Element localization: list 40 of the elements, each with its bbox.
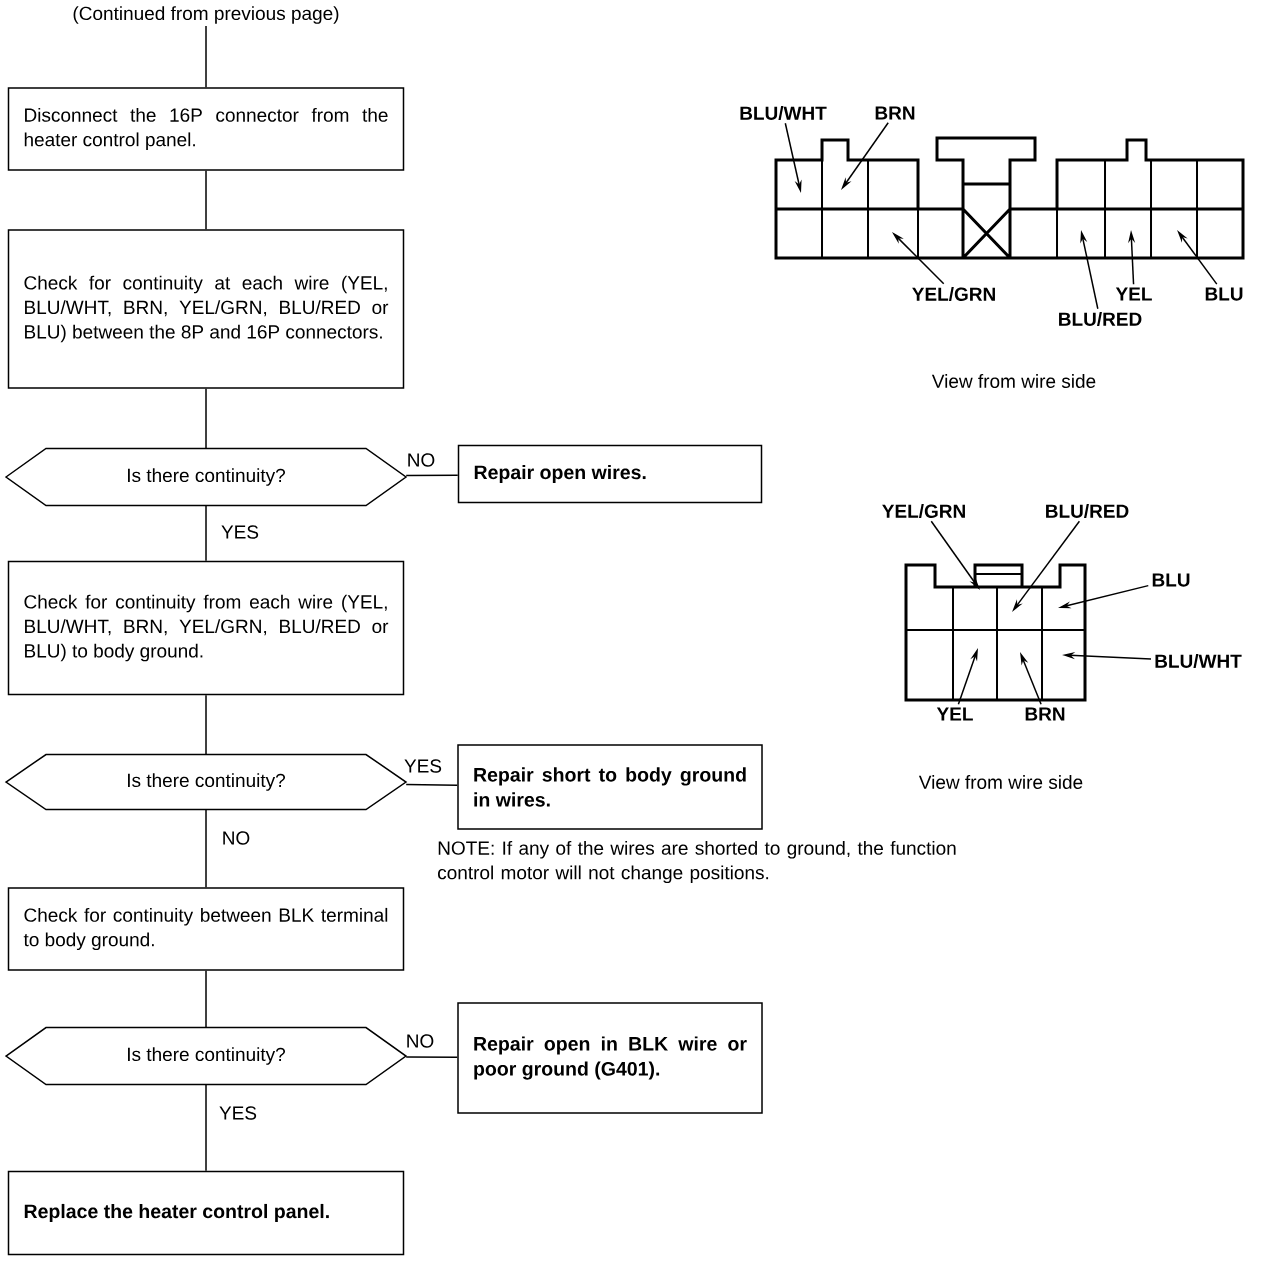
process-box: Check for continuity from each wire (YEL, BLU/WHT, BRN, YEL/GRN, BLU/RED or BLU) to body ground. — [7, 560, 405, 696]
wire-label: BRN — [875, 106, 915, 120]
wire-label: BLU — [1152, 573, 1190, 587]
flow-line — [205, 170, 207, 230]
wire-label: BRN — [1025, 707, 1065, 721]
action-box: Replace the heater control panel. — [7, 1170, 405, 1256]
wire-label: YEL — [1115, 287, 1152, 301]
note-text: NOTE: If any of the wires are shorted to ground, the function control motor will not change positions. — [438, 840, 956, 884]
wire-label: YEL/GRN — [912, 286, 995, 302]
edge-label: YES — [219, 1106, 257, 1120]
wire-label: BLU/WHT — [1155, 653, 1242, 669]
flow-line — [205, 1083, 207, 1172]
wire-label: BLU/WHT — [740, 105, 827, 121]
caption-text: View from wire side — [931, 374, 1096, 388]
process-box: Disconnect the 16P connector from the heater control panel. — [7, 87, 405, 171]
edge-label: NO — [408, 453, 435, 467]
wire-label: YEL/GRN — [882, 503, 965, 519]
action-box: Repair open wires. — [457, 444, 763, 504]
flow-line — [205, 808, 207, 888]
wire-label: BLU — [1205, 287, 1243, 301]
flow-line — [205, 25, 207, 88]
flow-line — [205, 970, 207, 1029]
edge-label: YES — [221, 525, 259, 539]
continuation-text: (Continued from previous page) — [73, 6, 339, 24]
process-box: Check for continuity at each wire (YEL, BLU/WHT, BRN, YEL/GRN, BLU/RED or BLU) between the 8P and 16P connectors. — [7, 229, 405, 389]
caption-text: View from wire side — [918, 775, 1083, 789]
wire-label: YEL — [936, 707, 973, 721]
edge-label: NO — [407, 1034, 434, 1048]
process-box: Check for continuity between BLK terminal to body ground. — [7, 887, 405, 971]
wire-label: BLU/RED — [1046, 503, 1129, 519]
flow-line — [405, 783, 458, 786]
action-box: Repair open in BLK wire or poor ground (G401). — [457, 1002, 763, 1114]
flow-line — [405, 1056, 458, 1058]
flow-line — [205, 504, 207, 562]
flow-line — [405, 474, 459, 477]
wire-label: BLU/RED — [1059, 311, 1142, 327]
edge-label: NO — [223, 831, 250, 845]
action-box: Repair short to body ground in wires. — [457, 744, 763, 830]
flow-line — [205, 388, 207, 450]
flow-line — [205, 694, 207, 756]
